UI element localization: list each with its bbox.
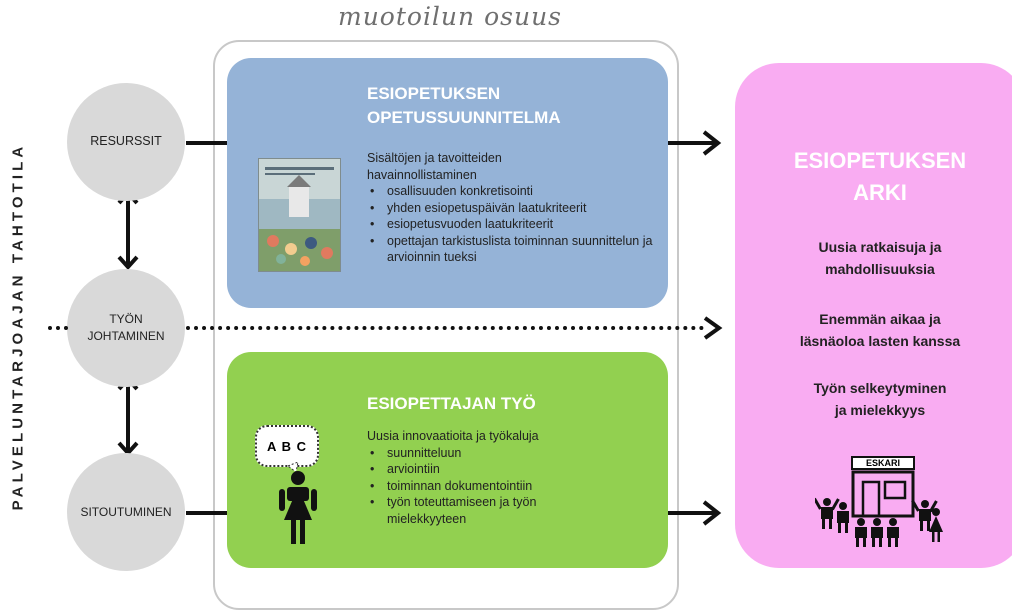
curriculum-book-cover — [258, 158, 341, 272]
list-item: työn toteuttamiseen ja työn mielekkyytee… — [367, 494, 617, 527]
frame-title: muotoilun osuus — [337, 2, 562, 31]
circle-leadership: TYÖN JOHTAMINEN — [67, 269, 185, 387]
teacher-work-panel-title: ESIOPETTAJAN TYÖ — [367, 394, 536, 413]
list-item: esiopetusvuoden laatukriteerit — [367, 216, 657, 233]
curriculum-panel-title: ESIOPETUKSEN OPETUSSUUNNITELMA — [367, 84, 561, 127]
preschool-building-icon — [815, 470, 943, 547]
dotted-line — [186, 326, 704, 330]
preschool-daily-life-title: ESIOPETUKSEN ARKI — [793, 148, 967, 205]
right-item: Työn selkeytyminen ja mielekkyys — [813, 380, 947, 419]
book-illustration-icon — [259, 159, 340, 271]
list-item: arviointiin — [367, 461, 657, 478]
double-arrow-icon — [117, 376, 139, 456]
teacher-work-panel-text: Uusia innovaatioita ja työkaluja suunnit… — [367, 428, 657, 527]
double-arrow-icon — [117, 190, 139, 270]
teacher-icon — [279, 462, 317, 544]
circle-resources: RESURSSIT — [67, 83, 185, 201]
right-item: Enemmän aikaa ja läsnäoloa lasten kanssa — [799, 311, 961, 350]
curriculum-panel-text: Sisältöjen ja tavoitteiden havainnollist… — [367, 150, 657, 266]
connector-line — [186, 141, 228, 145]
speech-bubble: A B C — [255, 425, 319, 467]
preschool-daily-life-box — [735, 63, 1012, 568]
teacher-work-intro: Uusia innovaatioita ja työkaluja — [367, 429, 539, 443]
vertical-label: PALVELUNTARJOAJAN TAHTOTILA — [9, 142, 27, 510]
list-item: opettajan tarkistuslista toiminnan suunn… — [367, 233, 655, 266]
arrow-right-icon — [666, 500, 722, 526]
curriculum-intro: Sisältöjen ja tavoitteiden havainnollist… — [367, 151, 502, 182]
list-item: toiminnan dokumentointiin — [367, 478, 657, 495]
list-item: osallisuuden konkretisointi — [367, 183, 657, 200]
connector-line — [186, 511, 228, 515]
arrow-right-icon — [666, 130, 722, 156]
list-item: yhden esiopetuspäivän laatukriteerit — [367, 200, 657, 217]
eskari-sign: ESKARI — [851, 456, 915, 470]
list-item: suunnitteluun — [367, 445, 657, 462]
dotted-line — [48, 326, 68, 330]
right-item: Uusia ratkaisuja ja mahdollisuuksia — [818, 239, 942, 278]
circle-commitment: SITOUTUMINEN — [67, 453, 185, 571]
arrow-right-icon — [703, 316, 723, 340]
